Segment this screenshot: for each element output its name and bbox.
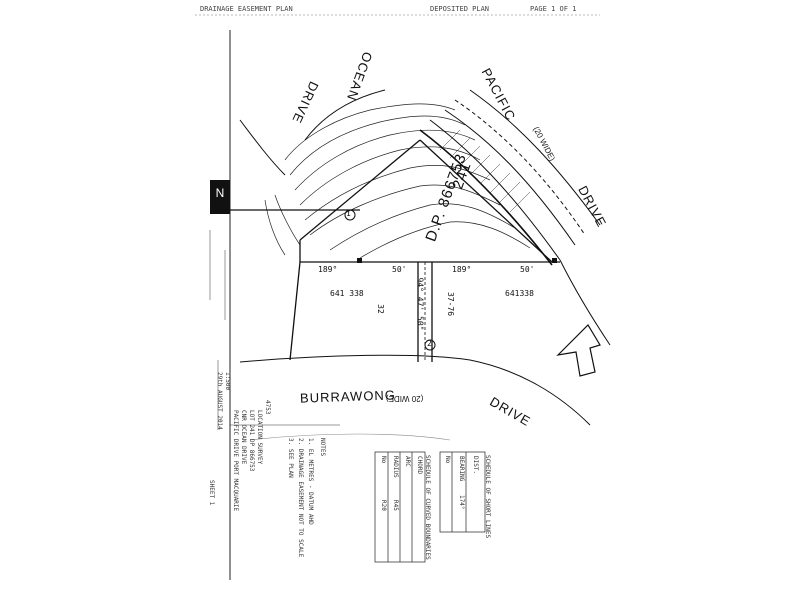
schedule-curved-row-0: R20 [380,500,387,511]
ocean-drive-boundaries [239,89,386,176]
title-line-4: PACIFIC DRIVE PORT MACQUARIE [232,410,239,512]
title-line-1: LOCATION SURVEY [256,410,263,465]
margin-marks [209,230,226,430]
bearing-left: 189° [318,265,338,274]
dimension-angle: 94° 47' 50" [415,277,425,331]
burrawong-drive-boundaries [239,354,591,441]
header-left-text: DRAINAGE EASEMENT PLAN [200,5,293,13]
notes-line-2: 2. DRAINAGE EASEMENT NOT TO SCALE [297,438,304,558]
dp-right-label: 641338 [505,289,534,298]
north-symbol: N [215,186,225,200]
schedule-tables [374,451,486,563]
survey-marks [344,209,557,351]
title-ref: 4753 [264,400,271,415]
title-scale: 1:500 [224,372,231,391]
schedule-short-title: SCHEDULE OF SHORT LINES [484,455,491,539]
pacific-drive-boundaries [419,89,611,346]
bearing-right: 189° [452,265,472,274]
dimension-right: 50' [520,265,535,274]
burrawong-drive-label: BURRAWONG [299,387,397,406]
lot-label-1: 1 [346,209,351,218]
dimension-length: 37-76 [446,291,456,317]
notes-line-1: 1. EL METRES - DATUM AHD [307,438,314,525]
schedule-curved-title: SCHEDULE OF CURVED BOUNDARIES [424,455,431,560]
lot-label-2: 2 [427,339,432,348]
north-arrow-icon [556,324,601,377]
header-mid-text: DEPOSITED PLAN [430,5,490,13]
contour-lines [264,103,531,259]
north-indicator-box [210,180,230,214]
title-sheet: SHEET 1 [208,480,215,506]
dp-left-label: 641 338 [330,289,364,298]
schedule-short-header-0: No [444,456,451,464]
title-date: 29th AUGUST 2014 [216,372,223,430]
header-right-text: PAGE 1 OF 1 [530,5,577,13]
title-line-3: CNR OCEAN DRIVE [240,410,247,465]
schedule-short-header-1: BEARING [458,456,465,482]
notes-title: NOTES [319,438,326,457]
schedule-curved-header-1: RADIUS [392,456,399,478]
schedule-curved-row-1: R45 [392,500,399,511]
easement-hatch [439,129,531,213]
dimension-small: 32 [375,304,385,314]
lot-boundaries [230,139,560,362]
schedule-short-row-0: 174° [458,495,465,510]
schedule-curved-header-3: CHORD [416,456,423,475]
notes-line-3: 3. SEE PLAN [287,438,294,478]
dimension-left: 50' [392,265,407,274]
schedule-short-header-2: DIST. [472,456,479,475]
title-line-2: LOT 241 DP 866753 [248,410,255,472]
schedule-curved-header-2: ARC [404,456,411,467]
schedule-curved-header-0: No [380,456,387,464]
burrawong-drive-width: (20 WIDE) [386,394,424,403]
